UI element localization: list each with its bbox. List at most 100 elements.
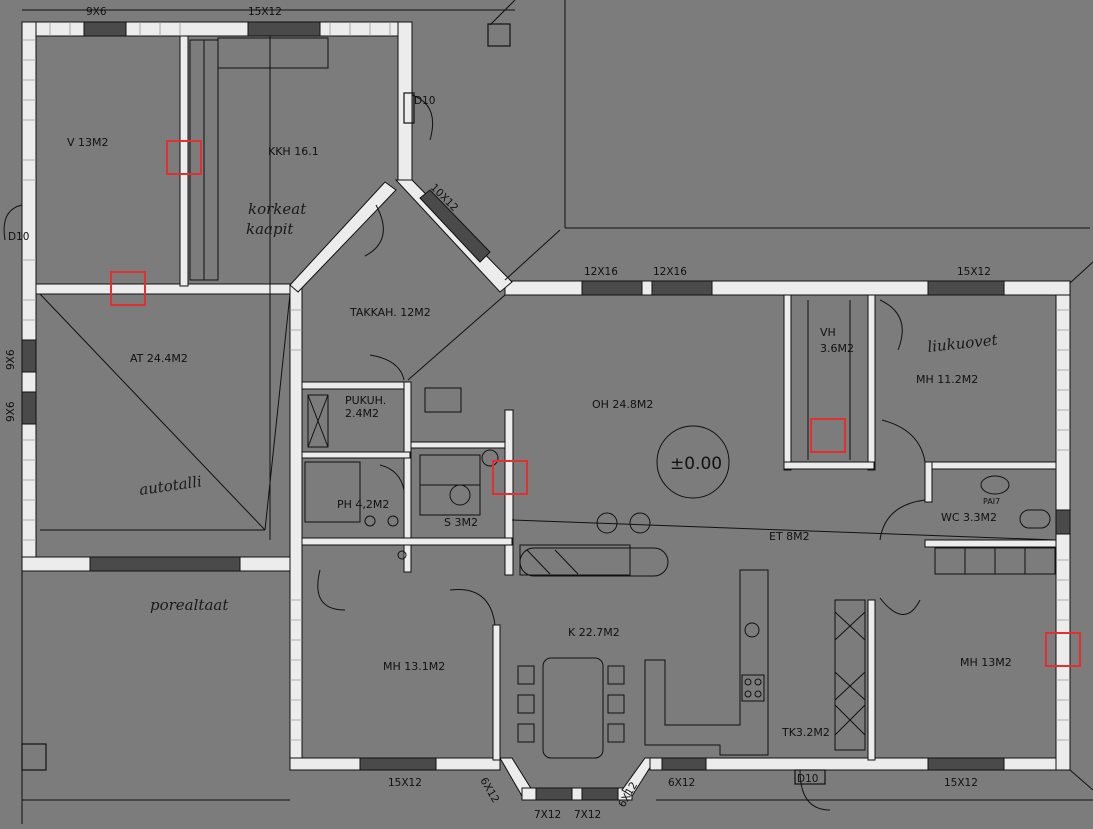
sauna-heater xyxy=(449,484,471,506)
dim-label-15x12-ne: 15X12 xyxy=(957,266,991,278)
roof-line-1 xyxy=(39,293,266,531)
highlight-marker-2[interactable] xyxy=(110,271,146,306)
wall-pukuh-top xyxy=(301,381,407,390)
room-label-ph: PH 4,2M2 xyxy=(337,498,389,511)
window-15x12-bottom-left xyxy=(359,757,437,771)
roof-edge-ne2 xyxy=(1069,261,1093,284)
room-label-tk: TK3.2M2 xyxy=(781,726,830,739)
pukuh-bench xyxy=(307,394,329,448)
tk-x4 xyxy=(834,671,866,701)
pillar-sw xyxy=(21,743,47,771)
room-label-takkah: TAKKAH. 12M2 xyxy=(349,306,431,319)
sink-circle xyxy=(744,622,760,638)
dim-label-15x12-bottom-left: 15X12 xyxy=(388,777,422,789)
counter-diag-1 xyxy=(526,549,551,575)
chair-3 xyxy=(517,723,535,743)
wall-sauna-left xyxy=(403,381,412,573)
roof-edge-e2 xyxy=(504,229,561,281)
door-swing-ph-out xyxy=(317,569,346,611)
room-label-at: AT 24.4M2 xyxy=(130,352,188,365)
wall-diagonal-top xyxy=(394,179,513,293)
wall-k-left xyxy=(492,624,501,761)
dim-label-7x12-a: 7X12 xyxy=(534,809,561,821)
highlight-marker-1[interactable] xyxy=(166,140,202,175)
door-swing-ph xyxy=(379,464,405,491)
burner-1 xyxy=(744,678,752,686)
door-swing-left xyxy=(3,204,23,241)
room-label-k: K 22.7M2 xyxy=(568,626,620,639)
window-9x6-left-a xyxy=(21,339,37,373)
ph-tap xyxy=(397,550,407,560)
wall-ph-top xyxy=(301,451,411,459)
door-swing-k xyxy=(449,588,496,626)
handwritten-note-at: autotalli xyxy=(138,472,203,499)
stove-top xyxy=(741,674,765,702)
linework xyxy=(3,0,1093,824)
walls xyxy=(21,21,1071,801)
roof-line-4 xyxy=(407,294,506,381)
stool-2 xyxy=(629,512,651,534)
door-swing-garage xyxy=(411,94,434,141)
pukuh-bench-x2 xyxy=(307,394,329,448)
highlight-marker-3[interactable] xyxy=(492,460,528,495)
chair-6 xyxy=(607,723,625,743)
chair-5 xyxy=(607,694,625,714)
ph-sink xyxy=(387,515,399,527)
highlight-marker-5[interactable] xyxy=(1045,632,1081,667)
window-15x12-top xyxy=(247,21,321,37)
kkh-shelf-top xyxy=(217,37,329,69)
handwritten-note-kkh-2: kaapit xyxy=(246,220,294,238)
wall-v-at xyxy=(35,283,299,295)
pillars xyxy=(21,23,826,785)
ph-drain xyxy=(364,515,376,527)
door-label-d10-bottom: D10 xyxy=(797,773,818,785)
window-9x6-top xyxy=(83,21,127,37)
room-label-mh-se: MH 13M2 xyxy=(960,656,1012,669)
dim-label-7x12-b: 7X12 xyxy=(574,809,601,821)
wall-ph-bottom xyxy=(301,537,513,546)
handwritten-note-kkh-1: korkeat xyxy=(248,200,307,218)
chair-1 xyxy=(517,665,535,685)
chair-4 xyxy=(607,665,625,685)
handwritten-note-sw: porealtaat xyxy=(150,596,229,614)
window-7x12-b xyxy=(581,787,619,801)
room-label-pukuh: PUKUH. xyxy=(345,394,386,407)
dim-label-9x6-left-b: 9X6 xyxy=(5,401,17,422)
wc-sink xyxy=(980,475,1010,495)
window-units xyxy=(21,21,1071,801)
wall-hatching xyxy=(22,22,1070,741)
room-labels: V 13M2 KKH 16.1 TAKKAH. 12M2 AT 24.4M2 P… xyxy=(67,136,1012,739)
interior-walls xyxy=(301,294,1057,761)
stool-1 xyxy=(596,512,618,534)
room-label-s: S 3M2 xyxy=(444,516,478,529)
tk-shelf xyxy=(834,599,866,751)
wall-s-right xyxy=(504,409,514,576)
window-6x12-se xyxy=(661,757,707,771)
wc-toilet xyxy=(1019,509,1051,529)
dimension-labels: 9X6 15X12 10X12 12X16 12X16 15X12 9X6 9X… xyxy=(5,6,991,821)
window-15x12-ne xyxy=(927,280,1005,296)
wall-wc-bottom xyxy=(924,539,1057,548)
window-10x12 xyxy=(419,189,491,263)
dining-table xyxy=(542,657,604,759)
wall-mh-se-left xyxy=(867,599,876,761)
highlight-marker-4[interactable] xyxy=(810,418,846,453)
door-label-d10-left: D10 xyxy=(8,231,29,243)
dim-label-15x12-top: 15X12 xyxy=(248,6,282,18)
wall-wc-top xyxy=(924,461,1057,470)
kitchen-counter-island xyxy=(519,547,669,577)
door-d10-bottom-box xyxy=(794,769,826,785)
window-12x16-a xyxy=(581,280,643,296)
dim-label-12x16-b: 12X16 xyxy=(653,266,687,278)
handwritten-note-vh: liukuovet xyxy=(927,331,1000,356)
dim-label-6x12-left: 6X12 xyxy=(477,776,501,806)
window-7x12-a xyxy=(535,787,573,801)
door-swing-wc xyxy=(879,499,926,541)
room-label-pukuh-area: 2.4M2 xyxy=(345,407,379,420)
window-12x16-b xyxy=(651,280,713,296)
room-label-et: ET 8M2 xyxy=(769,530,810,543)
roof-line-3 xyxy=(264,293,291,531)
door-swing-mh-se xyxy=(879,597,921,615)
chair-2 xyxy=(517,694,535,714)
window-15x12-bottom-right xyxy=(927,757,1005,771)
